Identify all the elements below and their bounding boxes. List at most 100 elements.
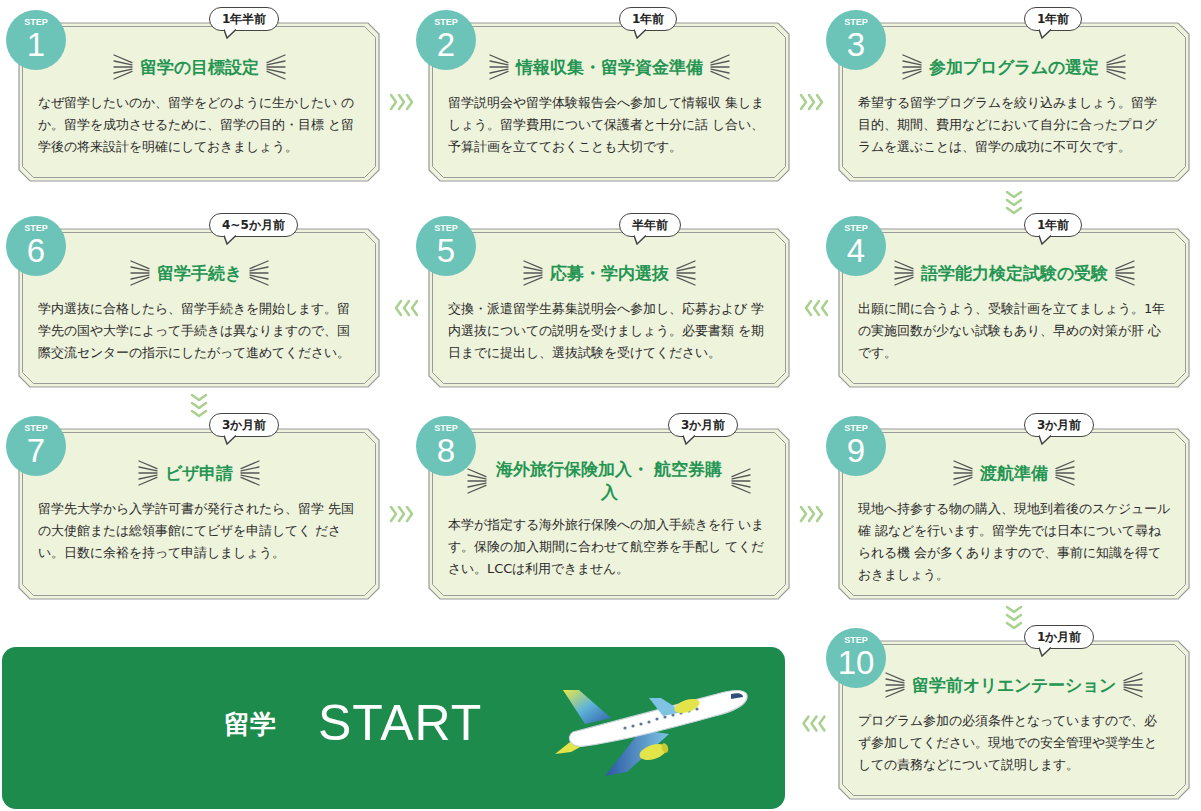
sunburst-ray [114,66,132,67]
sunburst-decoration [520,258,546,288]
inner-border [23,433,376,596]
chevron-mark [1007,208,1021,213]
sunburst-decoration [899,52,925,82]
step-description: 出願に間に合うよう、受験計画を立てましょう。1年 の実施回数が少ない試験もあり、… [858,298,1170,364]
timing-bubble: 半年前 [619,213,681,237]
sunburst-decoration [728,466,754,496]
sunburst-decoration [1120,670,1146,700]
sunburst-ray [139,467,157,471]
timing-bubble: 4~5か月前 [209,213,298,237]
bubble-tail-fill [1039,647,1051,656]
step-label: STEP [24,18,48,27]
sunburst-ray [732,485,750,493]
bubble-tail [1039,235,1051,245]
heading-row: 留学手続き [38,258,360,288]
step-heading: 海外旅行保険加入・ 航空券購入 [490,458,728,504]
sunburst-ray [677,277,695,285]
chevron-mark [391,507,396,521]
timing-bubble: 1か月前 [1024,625,1094,649]
sunburst-ray [1124,684,1142,685]
sunburst-ray [250,272,268,273]
step-circle: STEP4 [826,216,886,276]
sunburst-ray [468,480,486,481]
chevron-mark [817,95,822,109]
sunburst-decoration [673,258,699,288]
bubble-tail-line [634,30,646,39]
sunburst-decoration [464,466,490,496]
sunburst-ray [677,267,695,271]
sunburst-ray [524,267,542,271]
sunburst-ray [241,472,259,473]
inner-border [843,433,1186,596]
sunburst-ray [711,66,729,67]
step-circle: STEP2 [416,10,476,70]
step-heading: 応募・学内選抜 [546,262,673,285]
chevron-mark [804,717,809,731]
bubble-tail [634,235,646,245]
timing-bubble: 1年前 [1024,213,1082,237]
step-box: 留学手続き学内選抜に合格したら、留学手続きを開始します。留 学先の国や大学によっ… [18,228,380,388]
sunburst-ray [1116,267,1134,271]
chevron-mark [812,717,817,731]
bubble-tail-fill [683,435,695,444]
heading-row: ビザ申請 [38,458,360,488]
step-label: STEP [844,18,868,27]
chevron-connector [801,507,822,521]
sunburst-ray [250,267,268,271]
sunburst-ray [886,684,904,685]
inner-border [843,27,1186,178]
sunburst-ray [1116,272,1134,273]
step-number: 3 [847,28,865,61]
sunburst-ray [131,272,149,273]
chevron-mark [801,95,806,109]
step-number: 10 [838,646,875,679]
step-number: 8 [437,434,455,467]
sunburst-ray [241,467,259,471]
step-circle: STEP1 [6,10,66,70]
sunburst-ray [954,472,972,473]
bubble-tail [1039,29,1051,39]
sunburst-ray [490,61,508,65]
step-box: 参加プログラムの選定希望する留学プログラムを絞り込みましょう。留学 目的、期間、… [838,22,1190,182]
sunburst-ray [139,472,157,473]
outer-border [839,229,1189,387]
step-description: なぜ留学したいのか、留学をどのように生かしたい のか。留学を成功させるために、留… [38,92,360,158]
step-description: 留学先大学から入学許可書が発行されたら、留学 先国の大使館または総領事館にてビザ… [38,498,360,564]
sunburst-ray [267,61,285,65]
heading-row: 情報収集・留学資金準備 [448,52,770,82]
step-heading: 参加プログラムの選定 [925,56,1103,79]
chevron-mark [1007,192,1021,197]
chevron-mark [399,95,404,109]
sunburst-ray [903,71,921,79]
timing-bubble: 3か月前 [668,413,738,437]
step-heading: 留学前オリエンテーション [908,674,1120,697]
inner-border [433,233,786,384]
sunburst-ray [524,272,542,273]
timing-text: 1か月前 [1037,628,1081,646]
sunburst-ray [732,475,750,479]
chevron-connector [1007,607,1021,628]
sunburst-ray [677,272,695,273]
heading-row: 語学能力検定試験の受験 [858,258,1170,288]
outer-border [429,229,789,387]
timing-text: 3か月前 [222,416,266,434]
step-number: 2 [437,28,455,61]
step-circle: STEP5 [416,216,476,276]
chevron-mark [399,507,404,521]
sunburst-decoration [127,258,153,288]
inner-border [843,645,1186,796]
bubble-tail-fill [224,29,236,38]
inner-border [433,27,786,178]
outer-border [429,23,789,181]
step-box: 応募・学内選抜交換・派遣留学生募集説明会へ参加し、応募および 学内選抜についての… [428,228,790,388]
chevron-mark [820,717,825,731]
sunburst-decoration [882,670,908,700]
airplane-body [555,690,747,776]
step-circle: STEP8 [416,416,476,476]
bubble-tail-fill [634,235,646,244]
sunburst-ray [490,66,508,67]
heading-row: 海外旅行保険加入・ 航空券購入 [448,458,770,504]
sunburst-ray [524,277,542,285]
chevron-mark [396,301,401,315]
bubble-tail-line [224,236,236,245]
